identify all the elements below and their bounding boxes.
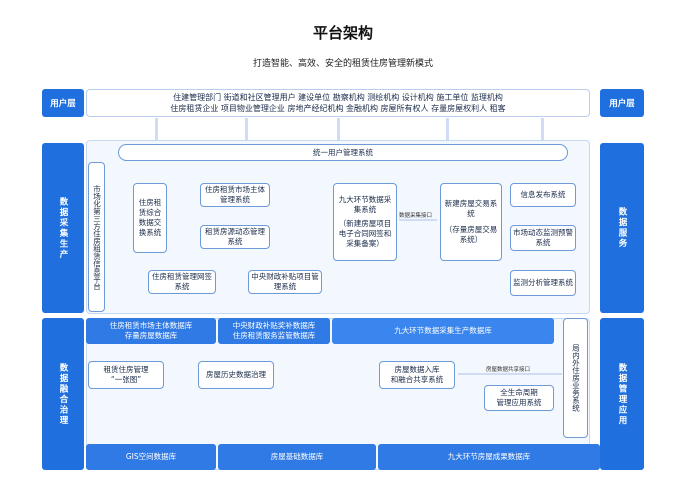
side-data-service: 数据服务 bbox=[600, 143, 644, 313]
bureau-business-system: 局内外住房业务系统 bbox=[563, 318, 588, 438]
system-market-monitor: 市场动态监测预警系统 bbox=[510, 225, 576, 251]
user-list-line-2: 住房租赁企业 项目物业管理企业 房地产经纪机构 金融机构 房屋所有权人 存量房屋… bbox=[170, 104, 506, 113]
page-title: 平台架构 bbox=[312, 24, 373, 42]
system-new-house-trade: 新建房屋交易系统 （存量房屋交易系统） bbox=[440, 183, 502, 261]
system-contract-signing: 住房租赁管理网签系统 bbox=[148, 270, 216, 294]
system-info-publish: 信息发布系统 bbox=[510, 183, 576, 207]
connector-arrow bbox=[245, 118, 248, 142]
connector-arrow bbox=[458, 373, 562, 375]
system-monitor-analysis: 监测分析管理系统 bbox=[510, 270, 576, 296]
system-source-management: 租赁房源动态管理系统 bbox=[200, 225, 270, 249]
house-history-governance: 房屋历史数据治理 bbox=[198, 361, 274, 389]
house-data-entry-system: 房屋数据入库 和融合共享系统 bbox=[379, 361, 455, 389]
collection-api-label: 数据采集接口 bbox=[399, 213, 433, 219]
side-data-collection: 数据采集生产 bbox=[42, 143, 84, 313]
connector-arrow bbox=[399, 219, 437, 221]
share-api-label: 房屋数据共享接口 bbox=[486, 367, 531, 373]
connector-arrow bbox=[541, 118, 544, 142]
connector-arrow bbox=[155, 118, 158, 142]
user-list-line-1: 住建管理部门 街道和社区管理用户 建设单位 勘察机构 测绘机构 设计机构 施工单… bbox=[173, 93, 503, 102]
user-layer-label-right: 用户层 bbox=[600, 89, 644, 117]
db-subsidy-and-service: 中央财政补贴奖补数据库 住房租赁服务监管数据库 bbox=[218, 318, 330, 344]
db-house-base: 房屋基础数据库 bbox=[218, 444, 376, 470]
page-subtitle: 打造智能、高效、安全的租赁住房管理新模式 bbox=[252, 59, 433, 69]
unified-user-management: 统一用户管理系统 bbox=[118, 144, 568, 161]
db-gis: GIS空间数据库 bbox=[86, 444, 216, 470]
user-list-box: 住建管理部门 街道和社区管理用户 建设单位 勘察机构 测绘机构 设计机构 施工单… bbox=[86, 89, 590, 117]
connector-arrow bbox=[446, 118, 449, 142]
system-entity-management: 住房租赁市场主体管理系统 bbox=[200, 183, 270, 207]
db-nine-stage-production: 九大环节数据采集生产数据库 bbox=[332, 318, 554, 344]
system-nine-stage-collection: 九大环节数据采集系统 （新建房屋项目电子合同网签和采集备案） bbox=[333, 183, 397, 261]
db-entity-and-stock: 住房租赁市场主体数据库 存量房屋数据库 bbox=[86, 318, 216, 344]
system-subsidy-project: 中央财政补贴项目管理系统 bbox=[248, 270, 322, 294]
side-data-governance: 数据融合治理 bbox=[42, 318, 84, 470]
lifecycle-management-system: 全生命周期 管理应用系统 bbox=[484, 385, 554, 411]
connector-arrow bbox=[337, 118, 340, 142]
rental-one-map: 租赁住房管理 “一张图” bbox=[88, 361, 164, 389]
side-data-management: 数据管理应用 bbox=[600, 318, 644, 470]
user-layer-label-left: 用户层 bbox=[42, 89, 84, 117]
system-data-exchange: 住房租赁综合数据交换系统 bbox=[133, 183, 167, 253]
third-party-platform: 市场化第三方住房租赁信息平台 bbox=[88, 162, 105, 312]
db-nine-stage-result: 九大环节房屋成果数据库 bbox=[378, 444, 600, 470]
